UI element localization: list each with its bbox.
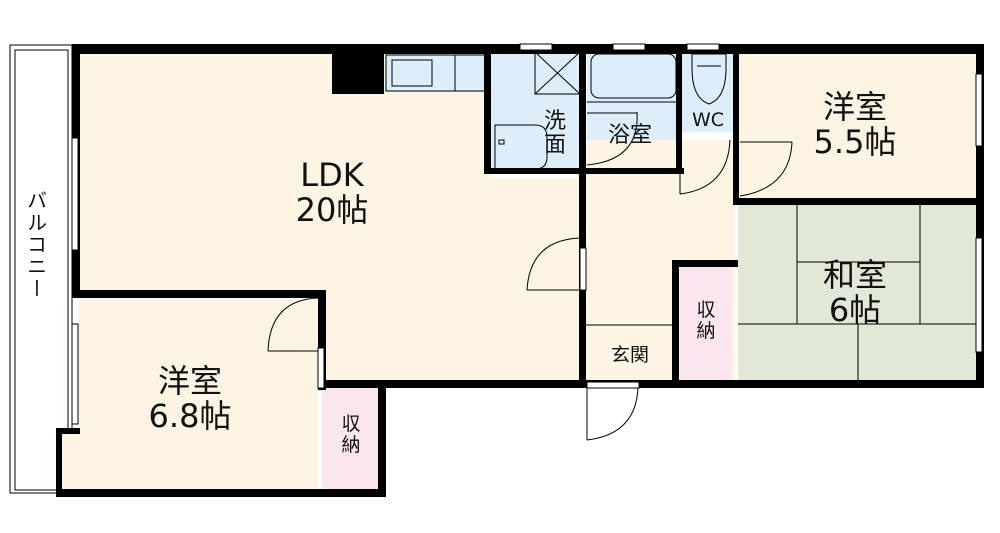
room-ldk-name: LDK [300, 156, 364, 194]
storage-1-line1: 収 [696, 299, 716, 321]
storage-2-line1: 収 [341, 413, 361, 435]
washroom-line1: 洗 [543, 109, 566, 134]
room-japanese-size: 6帖 [828, 290, 882, 329]
balcony-label: バルコニー [23, 190, 48, 300]
storage-1-line2: 納 [696, 319, 716, 342]
room-western-2-name: 洋室 [157, 362, 222, 400]
room-japanese-name: 和室 [822, 256, 887, 294]
room-storage-2: 収 納 [337, 414, 365, 455]
room-entrance: 玄関 [610, 344, 649, 366]
floors [62, 54, 978, 490]
room-ldk: LDK 20帖 [292, 158, 372, 227]
room-washroom: 洗 面 [540, 110, 570, 158]
balcony-outline [9, 44, 73, 494]
room-western-1-name: 洋室 [822, 88, 887, 126]
room-western-2-size: 6.8帖 [148, 396, 232, 435]
windows [71, 43, 983, 425]
tatami-lines [738, 204, 978, 380]
room-storage-1: 収 納 [692, 300, 720, 341]
washroom-line2: 面 [543, 132, 566, 158]
room-western-2: 洋室 6.8帖 [140, 364, 240, 433]
room-western-1: 洋室 5.5帖 [805, 90, 905, 159]
room-japanese: 和室 6帖 [815, 258, 895, 327]
room-toilet: WC [691, 109, 725, 131]
room-ldk-size: 20帖 [295, 190, 369, 229]
room-western-1-size: 5.5帖 [813, 122, 897, 161]
storage-2-line2: 納 [341, 433, 361, 456]
room-bath: 浴室 [607, 123, 652, 148]
